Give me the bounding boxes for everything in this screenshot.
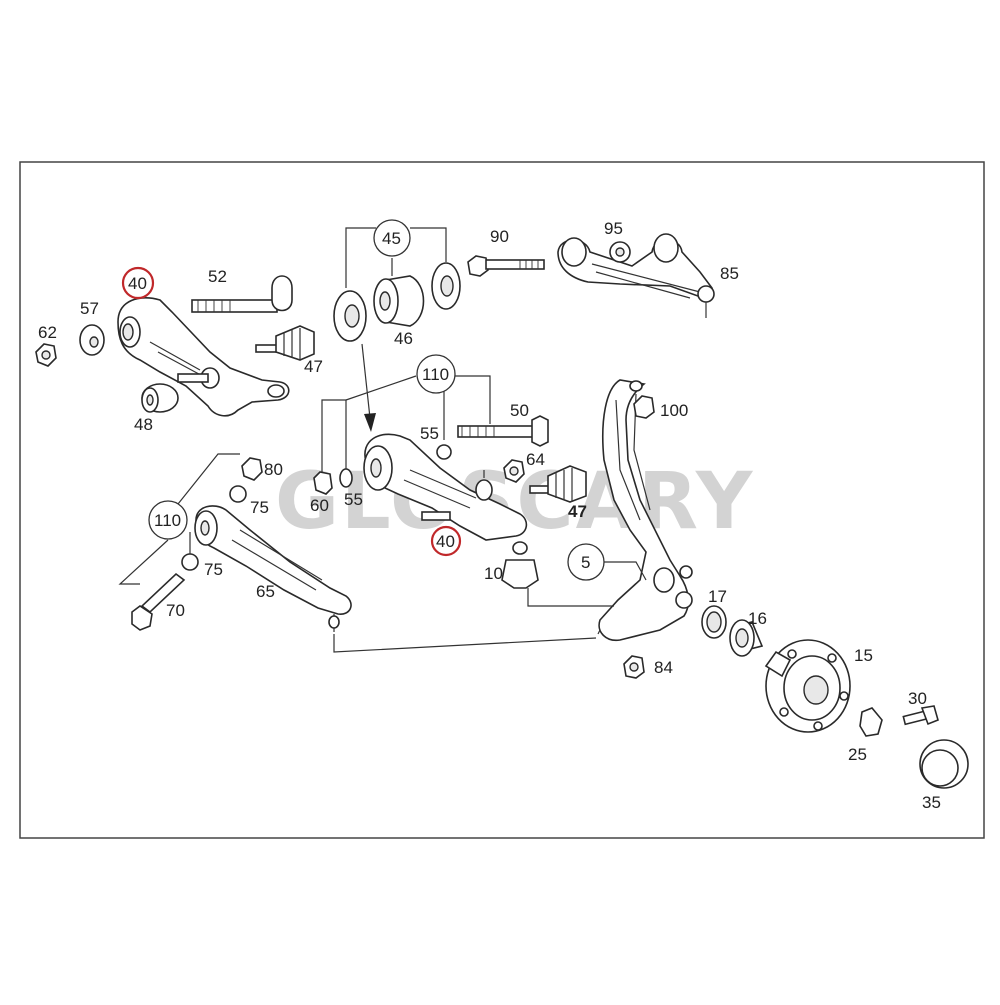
upper-wishbone-85 [557, 233, 715, 318]
washer-75-lower [181, 553, 199, 571]
label-17: 17 [708, 587, 727, 606]
washer-45-left [333, 290, 367, 342]
washer-57 [79, 324, 105, 356]
nut-84 [623, 655, 645, 679]
circle-110-lower [148, 500, 188, 540]
label-55-lower: 55 [344, 490, 363, 509]
lower-arm-65 [194, 505, 352, 632]
label-75-top: 75 [250, 498, 269, 517]
label-50: 50 [510, 401, 529, 420]
bearing-16 [729, 619, 764, 657]
nut-95 [609, 241, 631, 263]
label-47-lower: 47 [568, 502, 587, 521]
nut-60 [313, 471, 333, 495]
label-70: 70 [166, 601, 185, 620]
label-25: 25 [848, 745, 867, 764]
label-45: 45 [382, 229, 401, 248]
label-16: 16 [748, 609, 767, 628]
circle-45 [373, 219, 411, 257]
nut-100 [633, 395, 655, 419]
circle-110-top [416, 354, 456, 394]
arrow-indicator [361, 343, 376, 432]
cap-35 [919, 739, 969, 789]
ball-joint-10 [501, 541, 614, 607]
label-55-top: 55 [420, 424, 439, 443]
nut-62 [35, 343, 57, 367]
label-84: 84 [654, 658, 673, 677]
bushing-48 [141, 383, 179, 413]
circle-5 [567, 543, 605, 581]
bracket-110-top [321, 375, 491, 476]
bracket-45 [345, 227, 447, 288]
label-90: 90 [490, 227, 509, 246]
lower-control-arm-center [363, 433, 528, 541]
label-64: 64 [526, 450, 545, 469]
label-47-upper: 47 [304, 357, 323, 376]
label-48: 48 [134, 415, 153, 434]
label-62: 62 [38, 323, 57, 342]
label-100: 100 [660, 401, 688, 420]
label-46: 46 [394, 329, 413, 348]
label-30: 30 [908, 689, 927, 708]
upper-control-arm-left [117, 297, 290, 417]
ball-joint-47-upper [255, 325, 315, 361]
label-110-top: 110 [422, 365, 449, 384]
label-80: 80 [264, 460, 283, 479]
bolt-50 [457, 415, 549, 447]
label-95: 95 [604, 219, 623, 238]
leader-line-lower [333, 634, 597, 653]
label-10: 10 [484, 564, 503, 583]
steering-knuckle [597, 379, 693, 642]
seal-17 [701, 605, 727, 639]
bolt-90 [467, 255, 545, 277]
label-52: 52 [208, 267, 227, 286]
bolt-70 [131, 572, 186, 631]
label-57: 57 [80, 299, 99, 318]
hub-15 [764, 639, 851, 733]
nut-80 [241, 457, 263, 481]
label-85: 85 [720, 264, 739, 283]
label-40-lower: 40 [436, 532, 455, 551]
bushing-46 [373, 275, 425, 327]
label-35: 35 [922, 793, 941, 812]
bracket-5 [604, 561, 647, 581]
label-75-lower: 75 [204, 560, 223, 579]
nut-64 [503, 459, 525, 483]
highlight-circle-40-upper [121, 266, 155, 300]
washer-75-top [229, 485, 247, 503]
bolt-30 [902, 705, 939, 726]
label-110-lower: 110 [154, 511, 181, 530]
highlight-circle-40-lower [430, 525, 462, 557]
washer-45-right [431, 262, 461, 310]
washer-55-top [436, 444, 452, 460]
label-40-upper: 40 [128, 274, 147, 293]
bolt-52 [191, 275, 293, 313]
label-15: 15 [854, 646, 873, 665]
label-60: 60 [310, 496, 329, 515]
washer-55-lower [339, 468, 353, 488]
clip-25 [859, 707, 883, 737]
ball-joint-47-lower [529, 465, 587, 503]
label-5: 5 [581, 553, 590, 572]
label-65: 65 [256, 582, 275, 601]
